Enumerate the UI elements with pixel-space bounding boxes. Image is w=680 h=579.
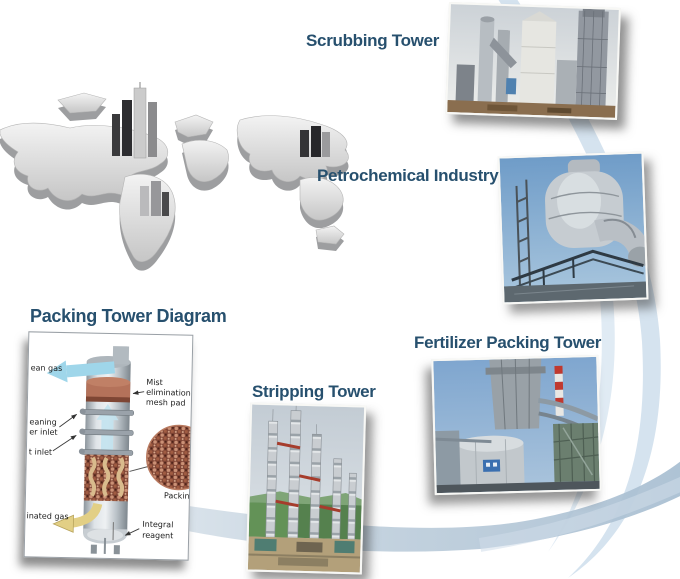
contaminated-gas-label: inated gas	[26, 511, 68, 521]
clean-gas-label: ean gas	[31, 363, 63, 373]
fertilizer-packing-tower-label: Fertilizer Packing Tower	[414, 333, 602, 352]
cleaning-inlet-label-1: eaning	[29, 417, 56, 427]
contaminated-gas-arrow	[52, 502, 103, 533]
mist-pad	[85, 376, 131, 403]
scrubbing-tower-label: Scrubbing Tower	[306, 31, 440, 50]
packing-section	[83, 454, 129, 502]
striped-chimney	[554, 365, 564, 416]
map-city-buildings	[112, 82, 330, 216]
packing-detail-inset	[129, 424, 212, 491]
packing-tower-diagram-label: Packing Tower Diagram	[30, 306, 227, 326]
spray-rings	[78, 408, 135, 456]
map-landmasses	[0, 92, 350, 271]
mist-inlet-label: t inlet	[29, 447, 52, 456]
stripping-tower-label: Stripping Tower	[252, 382, 376, 401]
pipework	[552, 422, 600, 483]
stripping-tower-photo	[245, 402, 367, 575]
plant-base	[247, 536, 361, 573]
mist-pad-label-3: mesh pad	[146, 398, 186, 408]
scrubbing-tower-photo	[445, 2, 621, 120]
cleaning-inlet-label-2: er inlet	[29, 427, 58, 437]
petrochemical-industry-label: Petrochemical Industry	[317, 166, 499, 185]
integral-reagent-label-2: reagent	[142, 531, 173, 541]
mist-pad-label-1: Mist	[146, 378, 163, 387]
fertilizer-packing-tower-photo	[431, 354, 602, 496]
packing-label: Packin	[164, 491, 190, 501]
leader-lines	[52, 390, 145, 536]
petrochemical-industry-photo	[497, 151, 649, 305]
integral-reagent-label-1: Integral	[142, 520, 173, 530]
mist-pad-label-2: elimination	[146, 388, 191, 398]
clean-gas-arrow	[46, 360, 116, 383]
tower-bottom-vessel	[83, 522, 128, 555]
packing-tower-diagram-panel: ean gas Mist elimination mesh pad eaning…	[23, 331, 212, 561]
